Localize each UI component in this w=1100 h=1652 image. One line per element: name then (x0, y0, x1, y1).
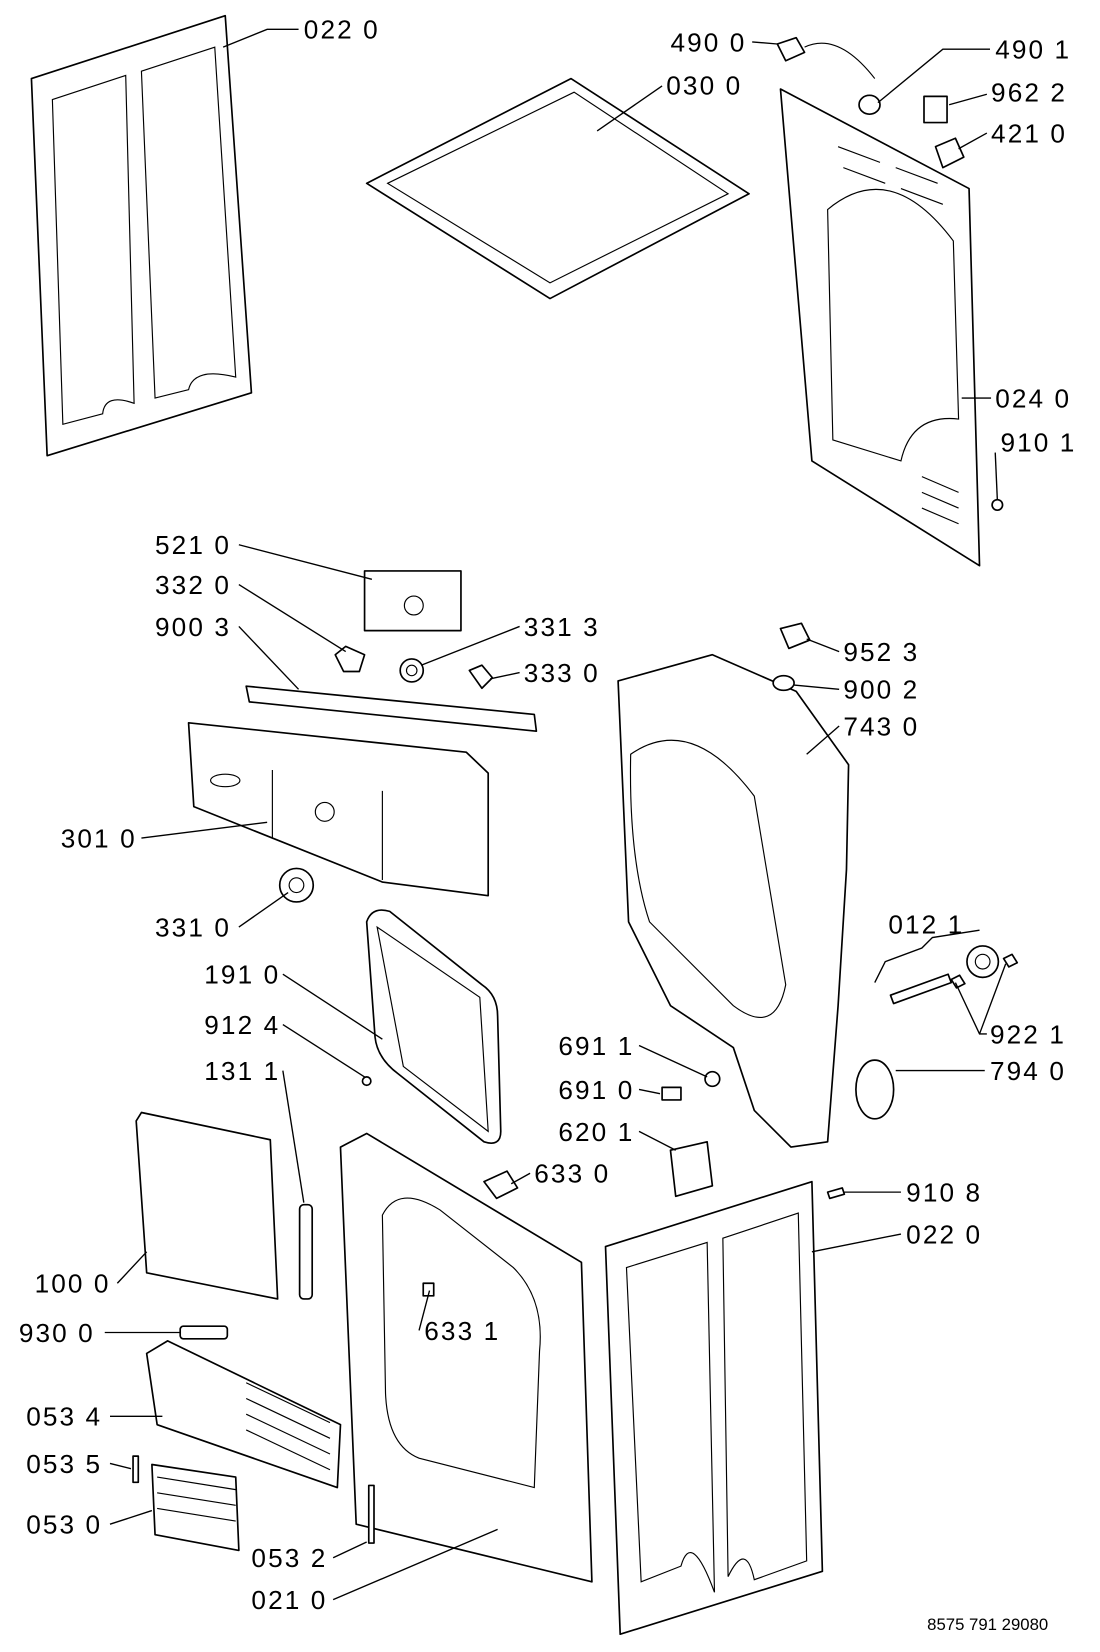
label-691-1: 691 1 (558, 1031, 634, 1061)
control-module (363, 570, 462, 632)
door (135, 1111, 279, 1300)
label-490-0: 490 0 (670, 27, 746, 57)
ring-691-1 (704, 1070, 721, 1088)
label-521-0: 521 0 (155, 530, 231, 560)
gasket-794 (855, 1059, 895, 1120)
door-lock-131 (298, 1203, 314, 1300)
label-794-0: 794 0 (990, 1056, 1066, 1086)
label-333-0: 333 0 (524, 658, 600, 688)
label-331-0: 331 0 (155, 913, 231, 943)
hinge-633 (483, 1170, 519, 1200)
label-301-0: 301 0 (61, 823, 137, 853)
switch-332 (334, 645, 366, 673)
left-side-panel (30, 14, 253, 457)
label-633-1: 633 1 (424, 1316, 500, 1346)
label-332-0: 332 0 (155, 570, 231, 600)
label-030-0: 030 0 (666, 70, 742, 100)
clip-053-5 (132, 1455, 140, 1484)
label-952-3: 952 3 (843, 637, 919, 667)
grille-053-0 (151, 1463, 240, 1552)
label-620-1: 620 1 (558, 1117, 634, 1147)
power-cord (776, 36, 876, 79)
front-panel (339, 1132, 593, 1583)
label-490-1: 490 1 (995, 35, 1071, 65)
drawing-code: 8575 791 29080 (927, 1615, 1048, 1634)
right-side-panel (604, 1180, 846, 1636)
crossbar (245, 685, 538, 733)
filter-930 (179, 1325, 229, 1340)
label-012-1: 012 1 (888, 909, 964, 939)
kickplate (145, 1340, 342, 1489)
cord-clamp (858, 94, 881, 116)
relay-620 (669, 1141, 714, 1198)
label-131-1: 131 1 (204, 1056, 280, 1086)
label-024-0: 024 0 (995, 384, 1071, 414)
label-743-0: 743 0 (843, 711, 919, 741)
label-021-0: 021 0 (251, 1585, 327, 1615)
label-053-0: 053 0 (26, 1510, 102, 1540)
connector-block (934, 137, 965, 169)
label-910-8: 910 8 (906, 1178, 982, 1208)
label-421-0: 421 0 (991, 118, 1067, 148)
label-sticker (923, 95, 948, 124)
label-053-4: 053 4 (26, 1402, 102, 1432)
label-022-0-right-panel: 022 0 (906, 1219, 982, 1249)
label-191-0: 191 0 (204, 960, 280, 990)
label-962-2: 962 2 (991, 78, 1067, 108)
knob-331-0 (278, 867, 315, 903)
label-930-0: 930 0 (19, 1318, 95, 1348)
label-053-5: 053 5 (26, 1449, 102, 1479)
label-053-2: 053 2 (251, 1543, 327, 1573)
door-seal (365, 909, 502, 1144)
label-922-1: 922 1 (990, 1019, 1066, 1049)
leader-lines (104, 28, 1007, 1601)
control-panel (187, 721, 490, 897)
part-691-0 (661, 1086, 682, 1101)
label-691-0: 691 0 (558, 1075, 634, 1105)
label-022-0-left-panel: 022 0 (304, 15, 380, 45)
back-panel (779, 88, 1004, 567)
drum-housing (617, 653, 850, 1148)
label-910-1: 910 1 (1000, 427, 1076, 457)
top-lid (365, 77, 750, 300)
label-912-4: 912 4 (204, 1010, 280, 1040)
label-100-0: 100 0 (35, 1269, 111, 1299)
part-333 (468, 664, 494, 690)
knob-331-3 (399, 658, 425, 683)
label-633-0: 633 0 (534, 1159, 610, 1189)
label-900-3: 900 3 (155, 612, 231, 642)
part-labels: 022 0 490 0 030 0 490 1 962 2 421 0 024 … (19, 15, 1076, 1634)
fan-bearing (772, 622, 811, 692)
label-331-3: 331 3 (524, 612, 600, 642)
screw-912 (361, 1076, 372, 1087)
label-900-2: 900 2 (843, 675, 919, 705)
drum-shaft (889, 945, 1019, 1005)
foot-053-2 (367, 1484, 375, 1544)
